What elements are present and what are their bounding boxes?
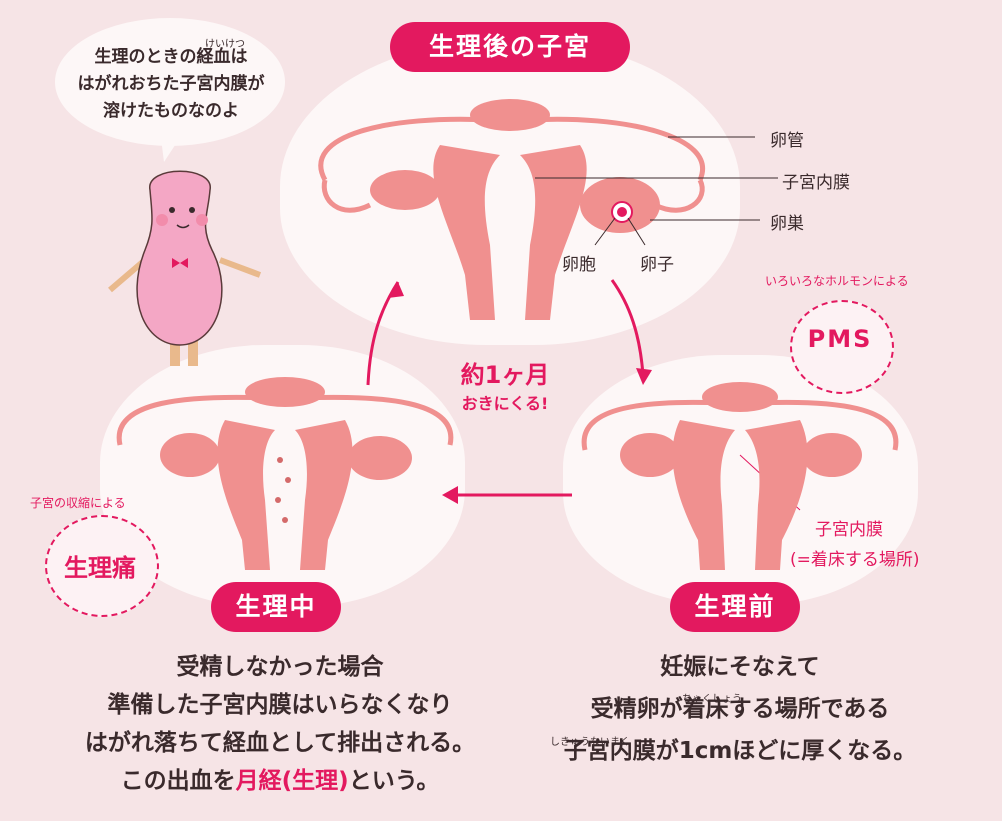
cramps-label: 生理痛 bbox=[64, 554, 136, 582]
speech-line-1: 生理のときの経血は bbox=[94, 47, 248, 67]
label-endometrium-pink: 子宮内膜 bbox=[815, 520, 883, 540]
before-line-3: 子宮内膜が1cmほどに厚くなる。 bbox=[500, 732, 980, 770]
during-line-4b: 月経(生理) bbox=[235, 768, 349, 794]
before-line-2c: 着床 bbox=[682, 696, 729, 722]
before-text: 妊娠にそなえて 受精卵が着床する場所である 子宮内膜が1cmほどに厚くなる。 bbox=[500, 648, 980, 770]
speech-line-2: はがれおちた子宮内膜が bbox=[77, 74, 265, 94]
during-line-4c: という。 bbox=[348, 768, 440, 794]
cycle-text: 約1ヶ月 おきにくる! bbox=[440, 355, 570, 414]
during-line-1: 受精しなかった場合 bbox=[176, 654, 384, 680]
title-during: 生理中 bbox=[211, 582, 341, 632]
before-line-3a: 子宮内膜 bbox=[563, 738, 656, 764]
uterus-during bbox=[116, 377, 454, 570]
label-implant-site: (=着床する場所) bbox=[790, 550, 920, 570]
cramps-arc-text: 子宮の収縮による bbox=[30, 496, 126, 510]
label-endometrium: 子宮内膜 bbox=[782, 173, 850, 193]
speech-bubble-tail bbox=[160, 130, 185, 162]
before-line-2a: 受精卵 bbox=[590, 696, 660, 722]
before-line-2d: する場所である bbox=[728, 696, 890, 722]
during-line-4: この出血を月経(生理)という。 bbox=[40, 762, 520, 800]
before-line-3b: が1cmほどに厚くなる。 bbox=[655, 738, 917, 764]
character-illustration bbox=[108, 170, 262, 366]
before-line-1: 妊娠にそなえて bbox=[660, 654, 820, 680]
title-after: 生理後の子宮 bbox=[390, 22, 630, 72]
label-egg: 卵子 bbox=[640, 255, 674, 275]
speech-ruby: けいけつ bbox=[205, 39, 245, 50]
before-line-2: 受精卵が着床する場所である bbox=[500, 690, 980, 728]
speech-text: 生理のときの経血は はがれおちた子宮内膜が 溶けたものなのよ bbox=[66, 44, 276, 125]
uterus-after bbox=[318, 99, 705, 320]
speech-bubble bbox=[55, 18, 285, 146]
label-follicle: 卵胞 bbox=[562, 255, 596, 275]
speech-line-3: 溶けたものなのよ bbox=[103, 101, 239, 121]
label-oviduct: 卵管 bbox=[770, 131, 804, 151]
after-blob bbox=[280, 40, 740, 345]
label-ovary: 卵巣 bbox=[770, 214, 804, 234]
pms-arc-text: いろいろなホルモンによる bbox=[765, 274, 909, 288]
ruby-naimaku: しきゅうないまく bbox=[550, 737, 630, 748]
before-line-2b: が bbox=[659, 696, 683, 722]
during-line-2: 準備した子宮内膜はいらなくなり bbox=[107, 692, 453, 718]
pms-label: PMS bbox=[807, 325, 873, 353]
during-line-4a: この出血を bbox=[120, 768, 236, 794]
cycle-line-2: おきにくる! bbox=[461, 394, 549, 413]
title-before: 生理前 bbox=[670, 582, 800, 632]
uterus-before bbox=[581, 382, 899, 570]
ruby-chakusho: ちゃくしょう bbox=[682, 694, 742, 705]
cramps-circle bbox=[45, 515, 159, 617]
during-line-3: はがれ落ちて経血として排出される。 bbox=[84, 730, 476, 756]
cycle-line-1: 約1ヶ月 bbox=[460, 361, 550, 389]
pms-circle bbox=[790, 300, 894, 394]
during-text: 受精しなかった場合 準備した子宮内膜はいらなくなり はがれ落ちて経血として排出さ… bbox=[40, 648, 520, 800]
